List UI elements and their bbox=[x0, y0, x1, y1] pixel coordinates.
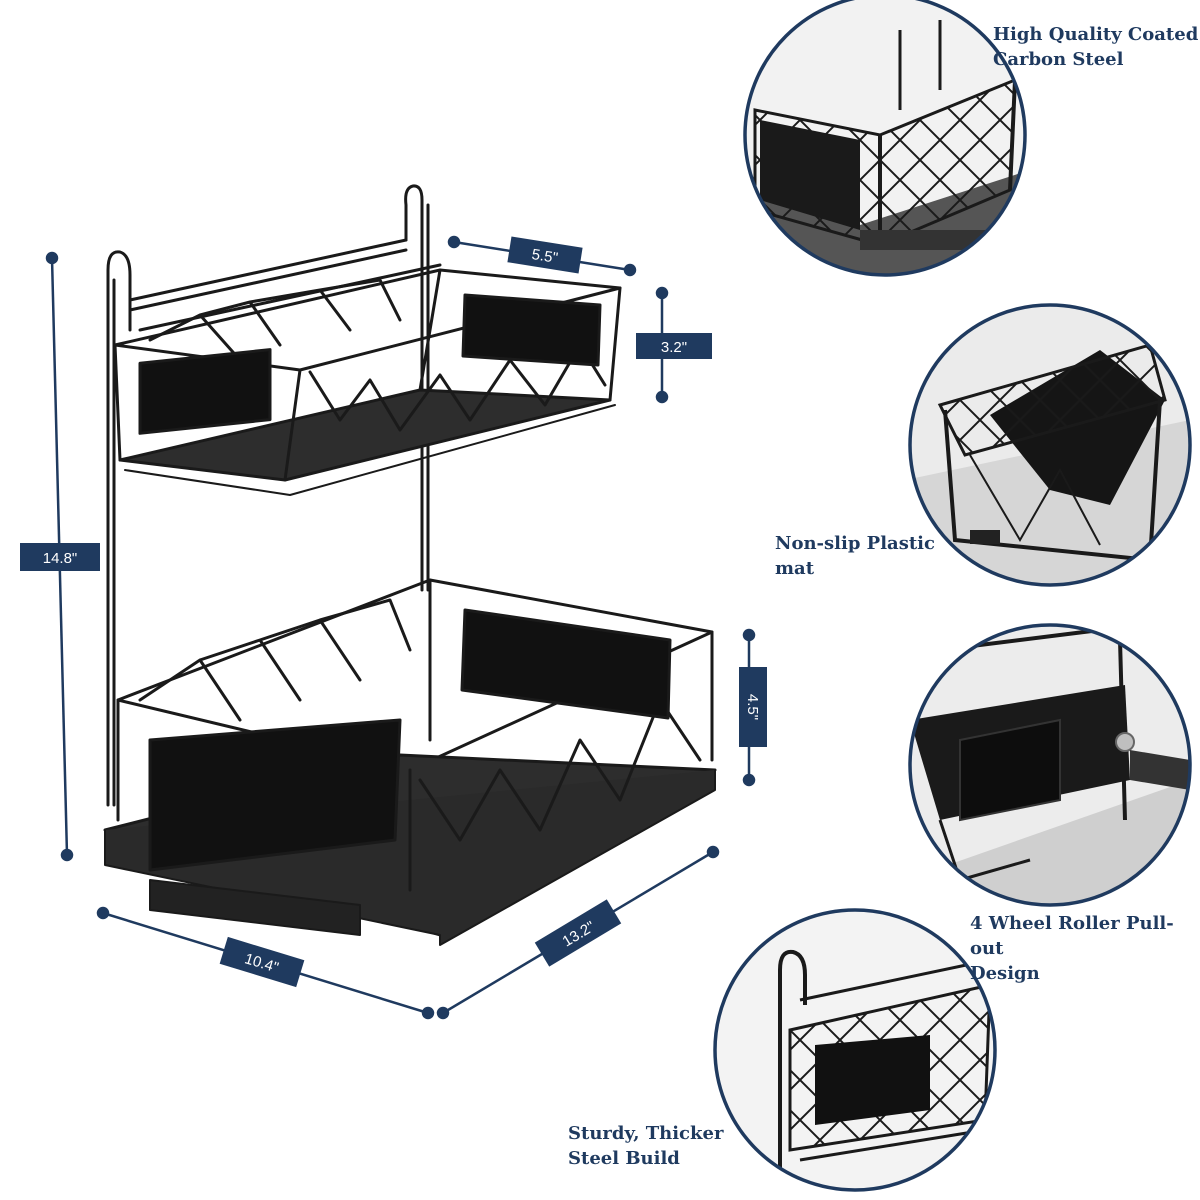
dim-top-height-text: 3.2" bbox=[661, 339, 687, 356]
feature-sturdy-build: Sturdy, Thicker Steel Build bbox=[568, 1121, 723, 1171]
dim-top-height-badge: 3.2" bbox=[636, 333, 712, 359]
feature-plastic-mat: Non-slip Plastic mat bbox=[775, 531, 935, 581]
dim-width-badge: 10.4" bbox=[219, 936, 305, 988]
right-post bbox=[404, 184, 424, 592]
dim-bottom-height-text: 4.5" bbox=[744, 694, 761, 720]
feature-sturdy-build-line1: Sturdy, Thicker bbox=[568, 1123, 724, 1144]
feature-roller: 4 Wheel Roller Pull-out Design bbox=[970, 911, 1200, 986]
hook-detail-icon bbox=[713, 908, 997, 1192]
feature-coated-steel: High Quality Coated Carbon Steel bbox=[993, 22, 1198, 72]
roller-detail-icon bbox=[908, 623, 1192, 907]
bottom-basket bbox=[103, 578, 717, 946]
feature-plastic-mat-line2: mat bbox=[775, 558, 815, 579]
feature-coated-steel-line2: Carbon Steel bbox=[993, 49, 1124, 70]
feature-plastic-mat-line1: Non-slip Plastic bbox=[775, 533, 935, 554]
feature-roller-line1: 4 Wheel Roller Pull-out bbox=[970, 913, 1174, 959]
dim-height-text: 14.8" bbox=[43, 550, 78, 567]
rack-illustration bbox=[103, 184, 717, 946]
left-post bbox=[106, 250, 132, 807]
plastic-mat-detail-icon bbox=[908, 303, 1192, 587]
dim-height-badge: 14.8" bbox=[20, 543, 100, 571]
top-front-label-panel bbox=[138, 348, 272, 435]
dim-bottom-height-badge: 4.5" bbox=[739, 667, 767, 747]
feature-coated-steel-line1: High Quality Coated bbox=[993, 24, 1199, 45]
dim-depth-badge: 13.2" bbox=[534, 899, 622, 967]
top-basket bbox=[113, 263, 622, 496]
dim-top-width-badge: 5.5" bbox=[507, 236, 583, 274]
feature-sturdy-build-line2: Steel Build bbox=[568, 1148, 680, 1169]
dim-top-width-text: 5.5" bbox=[531, 246, 560, 267]
feature-roller-line2: Design bbox=[970, 963, 1040, 984]
